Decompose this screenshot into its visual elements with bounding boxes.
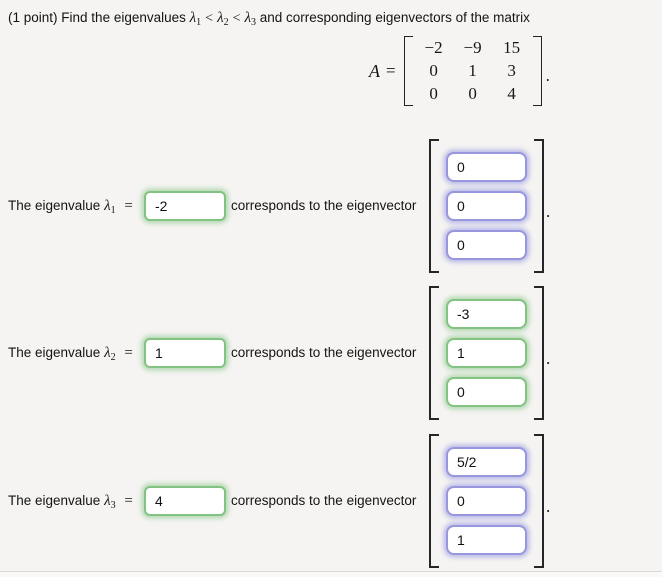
lambda3-subscript: 3 [250,17,256,28]
matrix-cell: 3 [507,61,516,80]
lambda-symbol: λ [104,198,111,214]
vector-right-bracket [534,434,544,568]
matrix-cell: 0 [468,84,477,103]
corresponds-text: corresponds to the eigenvector [231,198,417,213]
eigenvector-1-component-1-input[interactable] [446,152,527,182]
matrix-cell: 0 [429,84,438,103]
eigenvalue-1-label: The eigenvalue λ1 = [8,195,133,217]
matrix-cell: −9 [463,38,482,57]
corresponds-text: corresponds to the eigenvector [231,345,417,360]
sentence-period: . [546,202,551,221]
eigenvector-2-component-3-input[interactable] [446,377,527,407]
eigenvector-2-component-2-input[interactable] [446,338,527,368]
eigenvector-3-group: . [429,434,550,568]
matrix-cell: 15 [503,38,521,57]
bottom-strip [0,572,662,577]
less-than-1: < [205,11,214,26]
eigenvector-1-group: . [429,139,550,273]
eigenvector-2-group: . [429,286,550,420]
eigenvalue-3-label: The eigenvalue λ3 = [8,490,133,512]
matrix-cell: 1 [468,61,477,80]
eigenvector-3-component-1-input[interactable] [446,447,527,477]
eigenvector-1-inputs [446,139,527,273]
lambda-symbol: λ [104,345,111,361]
label-prefix: The eigenvalue [8,198,101,213]
lambda1-symbol: λ [189,10,197,26]
points-label: (1 point) [8,10,58,25]
vector-right-bracket [534,286,544,420]
matrix-display: A = −2 −9 15 0 1 3 0 0 4 . [369,36,550,106]
sentence-period: . [546,497,551,516]
lambda1-subscript: 1 [196,17,202,28]
label-prefix: The eigenvalue [8,493,101,508]
eigenvector-2-inputs [446,286,527,420]
eigenvalue-3-input[interactable] [144,486,226,516]
corresponds-text: corresponds to the eigenvector [231,493,417,508]
prompt-text-after: and corresponding eigenvectors of the ma… [259,10,530,25]
matrix-name: A [369,60,380,81]
lambda-subscript: 1 [110,205,116,216]
eigenvector-3-inputs [446,434,527,568]
lambda-subscript: 2 [110,352,116,363]
matrix-cell: −2 [424,38,443,57]
matrix-right-bracket [532,36,542,106]
matrix-entries: −2 −9 15 0 1 3 0 0 4 [413,36,533,106]
eigenvalue-2-input[interactable] [144,338,226,368]
lambda3-symbol: λ [244,10,251,26]
lambda2-symbol: λ [217,10,224,26]
lambda2-subscript: 2 [223,17,229,28]
lambda-sequence: λ1<λ2<λ3 [189,10,256,28]
eigenvector-2-component-1-input[interactable] [446,299,527,329]
problem-statement: (1 point) Find the eigenvalues λ1<λ2<λ3 … [8,8,656,32]
label-prefix: The eigenvalue [8,345,101,360]
eigenvalue-1-input[interactable] [144,191,226,221]
vector-left-bracket [429,139,439,273]
sentence-period: . [546,349,551,368]
matrix-equals-sign: = [386,61,396,80]
less-than-2: < [232,11,241,26]
matrix-left-bracket [403,36,413,106]
lambda-symbol: λ [104,493,111,509]
bottom-divider [0,571,662,572]
matrix-cell: 0 [429,61,438,80]
matrix-cell: 4 [507,84,516,103]
vector-left-bracket [429,434,439,568]
lambda-subscript: 3 [110,500,116,511]
equals-sign: = [124,198,133,214]
prompt-text-before: Find the eigenvalues [61,10,186,25]
eigenvector-3-component-2-input[interactable] [446,486,527,516]
eigenvalue-2-label: The eigenvalue λ2 = [8,342,133,364]
vector-right-bracket [534,139,544,273]
equals-sign: = [124,345,133,361]
equals-sign: = [124,493,133,509]
matrix-period: . [545,66,550,85]
vector-left-bracket [429,286,439,420]
eigenvector-1-component-3-input[interactable] [446,230,527,260]
eigenvector-3-component-3-input[interactable] [446,525,527,555]
eigenvector-1-component-2-input[interactable] [446,191,527,221]
